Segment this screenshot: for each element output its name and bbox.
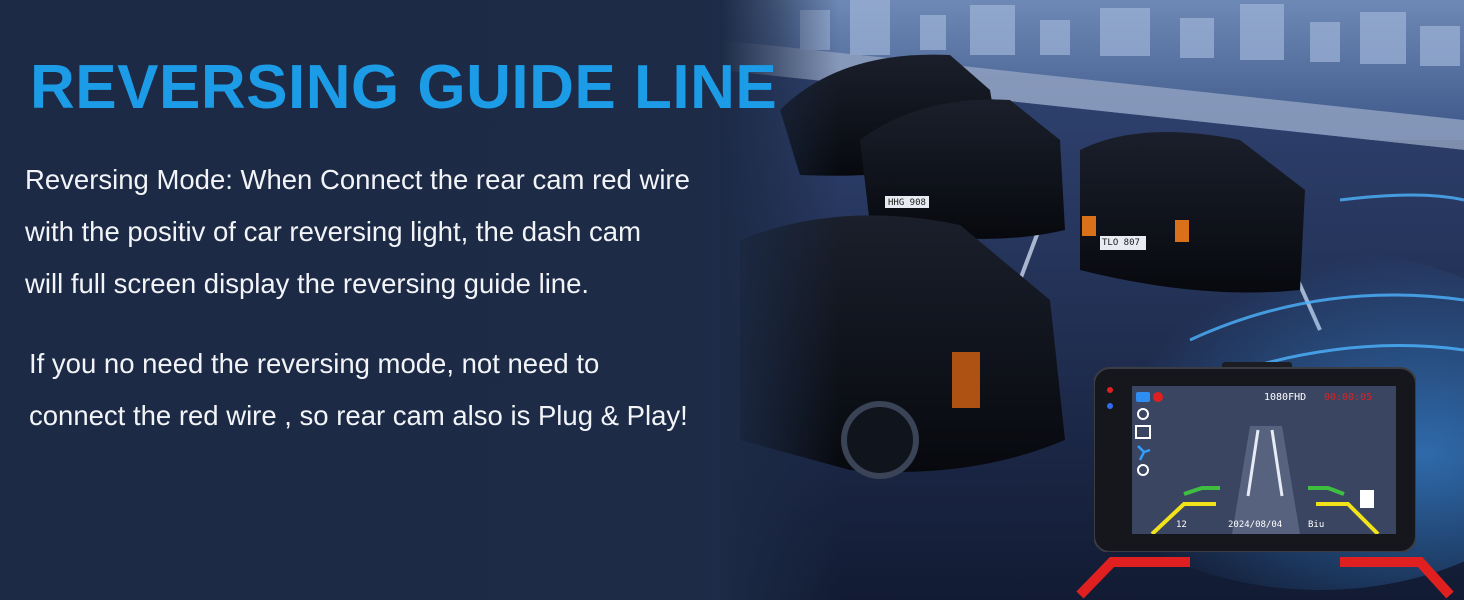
- dash-cam-device: 1080FHD 00:00:05 12 2024/08/04 Biu: [1094, 362, 1416, 552]
- recording-timer: 00:00:05: [1324, 392, 1373, 403]
- plate-center-car: HHG 908: [888, 198, 926, 208]
- scene-fade: [720, 0, 840, 600]
- description-line: Reversing Mode: When Connect the rear ca…: [25, 164, 690, 195]
- resolution-label: 1080FHD: [1264, 392, 1307, 403]
- rear-view-feed: [1132, 386, 1396, 534]
- description-line: will full screen display the reversing g…: [25, 268, 590, 299]
- reversing-mode-description: Reversing Mode: When Connect the rear ca…: [25, 154, 755, 310]
- note-line: connect the red wire , so rear cam also …: [29, 400, 688, 431]
- dash-cam-screen: 1080FHD 00:00:05 12 2024/08/04 Biu: [1132, 386, 1396, 534]
- plate-right-car: TLO 807: [1102, 238, 1140, 248]
- description-line: with the positiv of car reversing light,…: [25, 216, 641, 247]
- headline: REVERSING GUIDE LINE: [30, 53, 778, 122]
- screen-brand: Biu: [1308, 520, 1325, 530]
- screen-time: 12: [1176, 520, 1187, 530]
- text-panel: REVERSING GUIDE LINE Reversing Mode: Whe…: [25, 53, 777, 442]
- plug-and-play-note: If you no need the reversing mode, not n…: [29, 338, 729, 442]
- note-line: If you no need the reversing mode, not n…: [29, 348, 600, 379]
- screen-date: 2024/08/04: [1228, 520, 1283, 530]
